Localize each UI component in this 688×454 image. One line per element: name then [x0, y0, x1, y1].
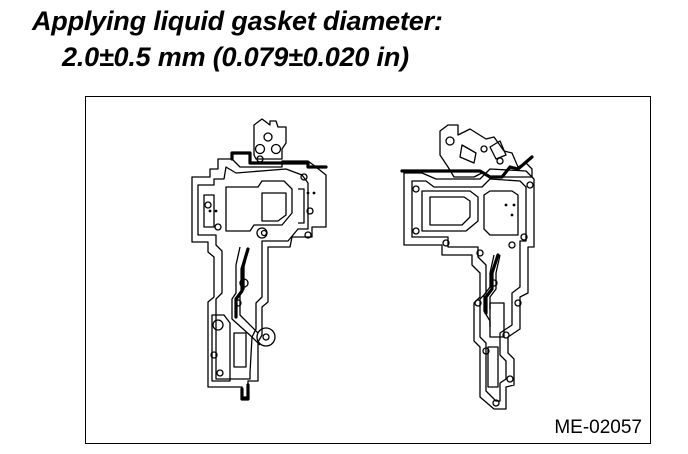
gasket-diagram-figure: ME-02057 [85, 96, 651, 444]
right-chain-cover [403, 124, 535, 410]
right-cover-dots [504, 203, 516, 217]
heading-specification: 2.0±0.5 mm (0.079±0.020 in) [62, 42, 409, 72]
instruction-heading: Applying liquid gasket diameter: 2.0±0.5… [0, 0, 688, 80]
figure-reference-code: ME-02057 [554, 417, 642, 438]
left-gasket-bead [230, 151, 328, 401]
right-gasket-bead [400, 155, 534, 315]
left-cover-dots [208, 191, 316, 213]
chain-cover-drawing [191, 118, 535, 410]
heading-title: Applying liquid gasket diameter: [32, 6, 443, 36]
left-chain-cover [191, 118, 327, 398]
